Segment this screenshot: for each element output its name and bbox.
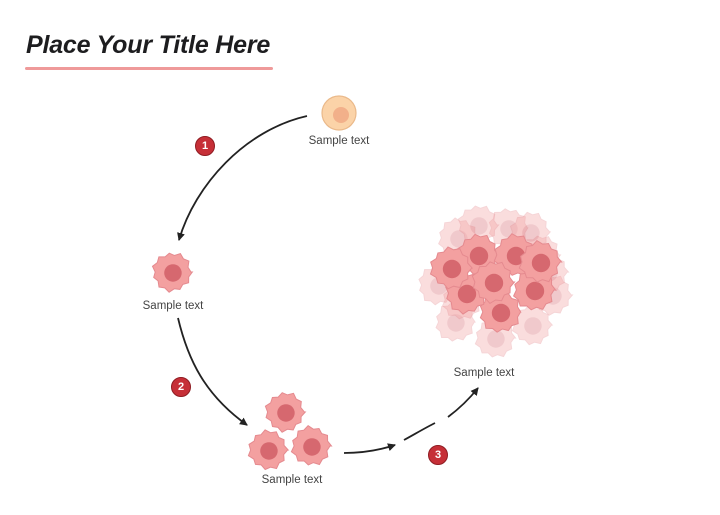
arrow-stage1-to-stage2 [177, 115, 308, 241]
cell-shape [457, 205, 500, 246]
arrow-stage2-to-stage3 [177, 317, 248, 426]
step-badge-3: 3 [428, 445, 448, 465]
cell-shape [247, 429, 290, 471]
healthy-cell-icon [321, 95, 357, 131]
cell-shape [518, 239, 563, 283]
page-title: Place Your Title Here [26, 31, 271, 59]
dividing-cells-icon [247, 392, 333, 471]
arrow-gap-to-stage4 [403, 422, 436, 441]
abnormal-cell-icon [151, 252, 194, 293]
step-badge-1: 1 [195, 136, 215, 156]
cell-shape [290, 425, 333, 466]
cell-shape [471, 261, 516, 305]
cell-shape [264, 392, 307, 433]
stage-3-label: Sample text [261, 474, 323, 486]
arrow-stage3-to-gap [343, 443, 396, 454]
cell-shape [429, 246, 474, 290]
stage-1-label: Sample text [308, 135, 370, 147]
tumor-mass-icon [418, 205, 574, 358]
cell-shape [511, 304, 554, 346]
stage-2-label: Sample text [142, 300, 204, 312]
step-badge-2: 2 [171, 377, 191, 397]
arrow-to-stage4 [447, 387, 479, 418]
cell-shape [151, 252, 194, 293]
stage-4-label: Sample text [453, 367, 515, 379]
title-underline [25, 67, 273, 70]
